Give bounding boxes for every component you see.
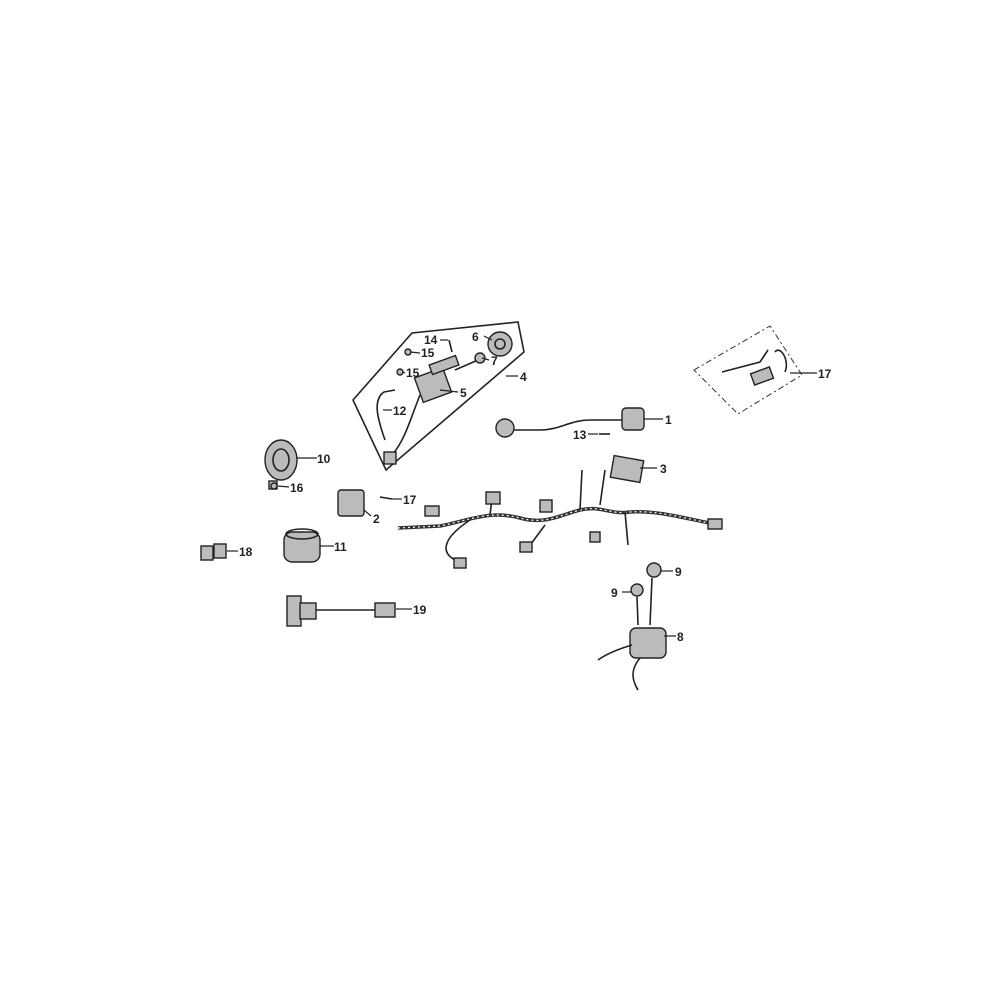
callout-9: 9 [611, 586, 618, 600]
leader-lines [227, 335, 817, 637]
callout-14: 14 [424, 333, 438, 347]
callout-17: 17 [403, 493, 417, 507]
callout-8: 8 [677, 630, 684, 644]
sensor-19 [286, 595, 396, 627]
regulator-rectifier [597, 562, 667, 691]
callout-7: 7 [491, 354, 498, 368]
screw-17 [379, 496, 393, 500]
callout-16: 16 [290, 481, 304, 495]
callout-10: 10 [317, 452, 331, 466]
callout-15: 15 [406, 366, 420, 380]
group-outline-4 [352, 321, 525, 472]
callout-17: 17 [818, 367, 832, 381]
ignition-switch-assembly [376, 331, 513, 465]
callout-6: 6 [472, 330, 479, 344]
callout-5: 5 [460, 386, 467, 400]
callout-13: 13 [573, 428, 587, 442]
callout-12: 12 [393, 404, 407, 418]
callout-3: 3 [660, 462, 667, 476]
wire-harness [397, 454, 723, 569]
bolt-16 [270, 482, 278, 490]
callout-9: 9 [675, 565, 682, 579]
callout-1: 1 [665, 413, 672, 427]
callout-19: 19 [413, 603, 427, 617]
connector-18 [200, 543, 227, 561]
callout-11: 11 [334, 540, 347, 554]
callout-15: 15 [421, 346, 435, 360]
sensor-17 [721, 349, 788, 386]
ignition-coil [495, 407, 645, 438]
relay [337, 489, 365, 517]
callout-18: 18 [239, 545, 253, 559]
callout-4: 4 [520, 370, 527, 384]
callout-2: 2 [373, 512, 380, 526]
starter-relay [283, 528, 321, 563]
group-outline-17 [693, 325, 803, 415]
